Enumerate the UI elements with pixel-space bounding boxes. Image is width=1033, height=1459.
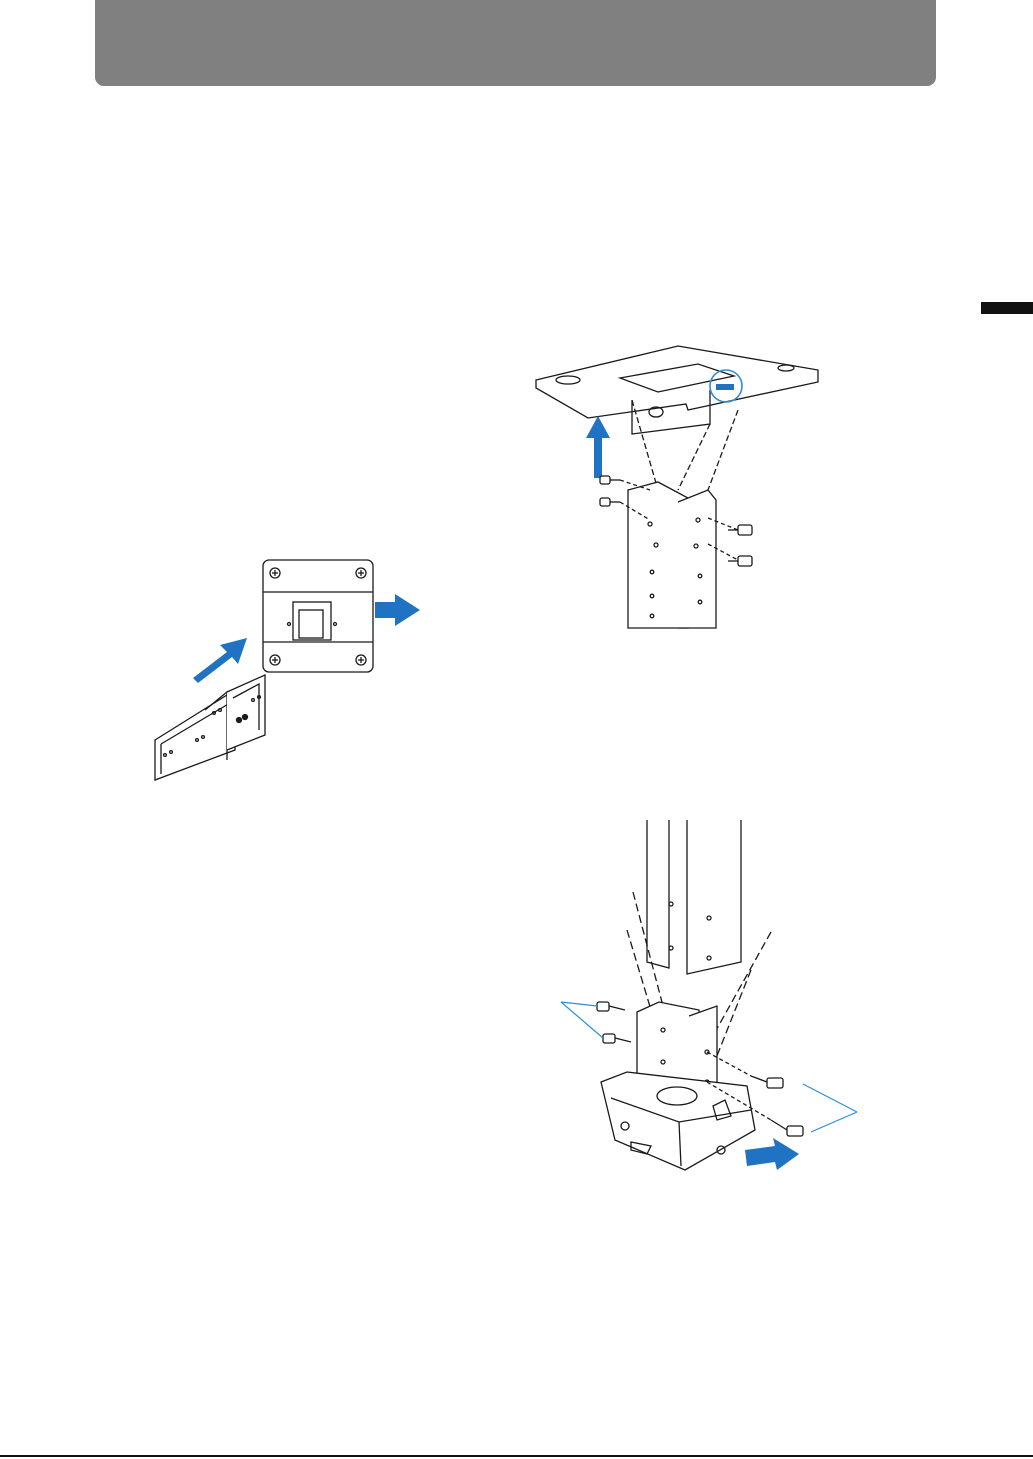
ceiling-plate-attachment-illustration <box>528 340 828 630</box>
chapter-index-tab <box>981 302 1033 314</box>
chapter-header-band <box>95 0 936 86</box>
footer-rule <box>0 1455 1033 1457</box>
plate-removal-illustration <box>135 550 430 785</box>
projector-mount-attachment-illustration <box>555 820 865 1175</box>
